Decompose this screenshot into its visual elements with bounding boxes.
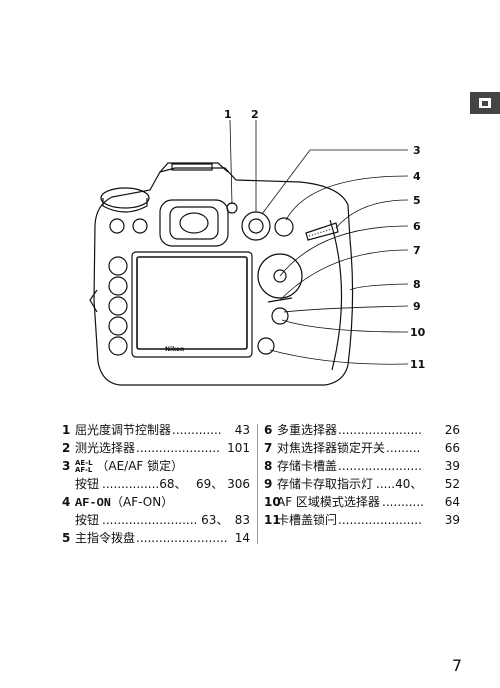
af-on-label: AF-ON <box>75 496 112 510</box>
callout-6: 6 <box>413 220 421 233</box>
callout-7: 7 <box>413 244 421 257</box>
mode-dial <box>100 187 150 209</box>
legend-row: 按钮 ......................... 63、83 <box>75 513 250 527</box>
callout-2: 2 <box>251 108 259 121</box>
callout-10: 10 <box>410 326 426 339</box>
callout-3: 3 <box>413 144 421 157</box>
page-number: 7 <box>451 656 462 675</box>
camera-back-diagram: Nikon <box>89 119 409 386</box>
prism-housing <box>159 162 229 173</box>
af-on-button <box>274 217 294 237</box>
multi-selector <box>257 253 303 299</box>
card-slot-cover <box>329 219 343 371</box>
callout-4: 4 <box>413 170 421 183</box>
camera-body-outline <box>93 167 354 386</box>
diopter-control <box>226 202 238 214</box>
metering-selector <box>241 211 271 241</box>
card-slot-latch <box>257 337 275 355</box>
lcd-monitor <box>131 251 253 358</box>
legend-row: 4 AF-ON（AF-ON） <box>62 495 174 510</box>
main-command-dial <box>305 222 339 241</box>
callout-11: 11 <box>410 358 426 371</box>
camera-chapter-icon <box>479 98 491 108</box>
legend-divider <box>257 424 258 544</box>
brand-text: Nikon <box>165 346 184 353</box>
callout-8: 8 <box>413 278 421 291</box>
callout-9: 9 <box>413 300 421 313</box>
callout-1: 1 <box>224 108 232 121</box>
legend-row: 按钮 ...............68、69、 306 <box>75 477 250 491</box>
callout-5: 5 <box>413 194 421 207</box>
chapter-tab <box>470 92 500 114</box>
af-area-mode-selector <box>271 307 289 325</box>
viewfinder-eyepiece <box>159 199 229 247</box>
